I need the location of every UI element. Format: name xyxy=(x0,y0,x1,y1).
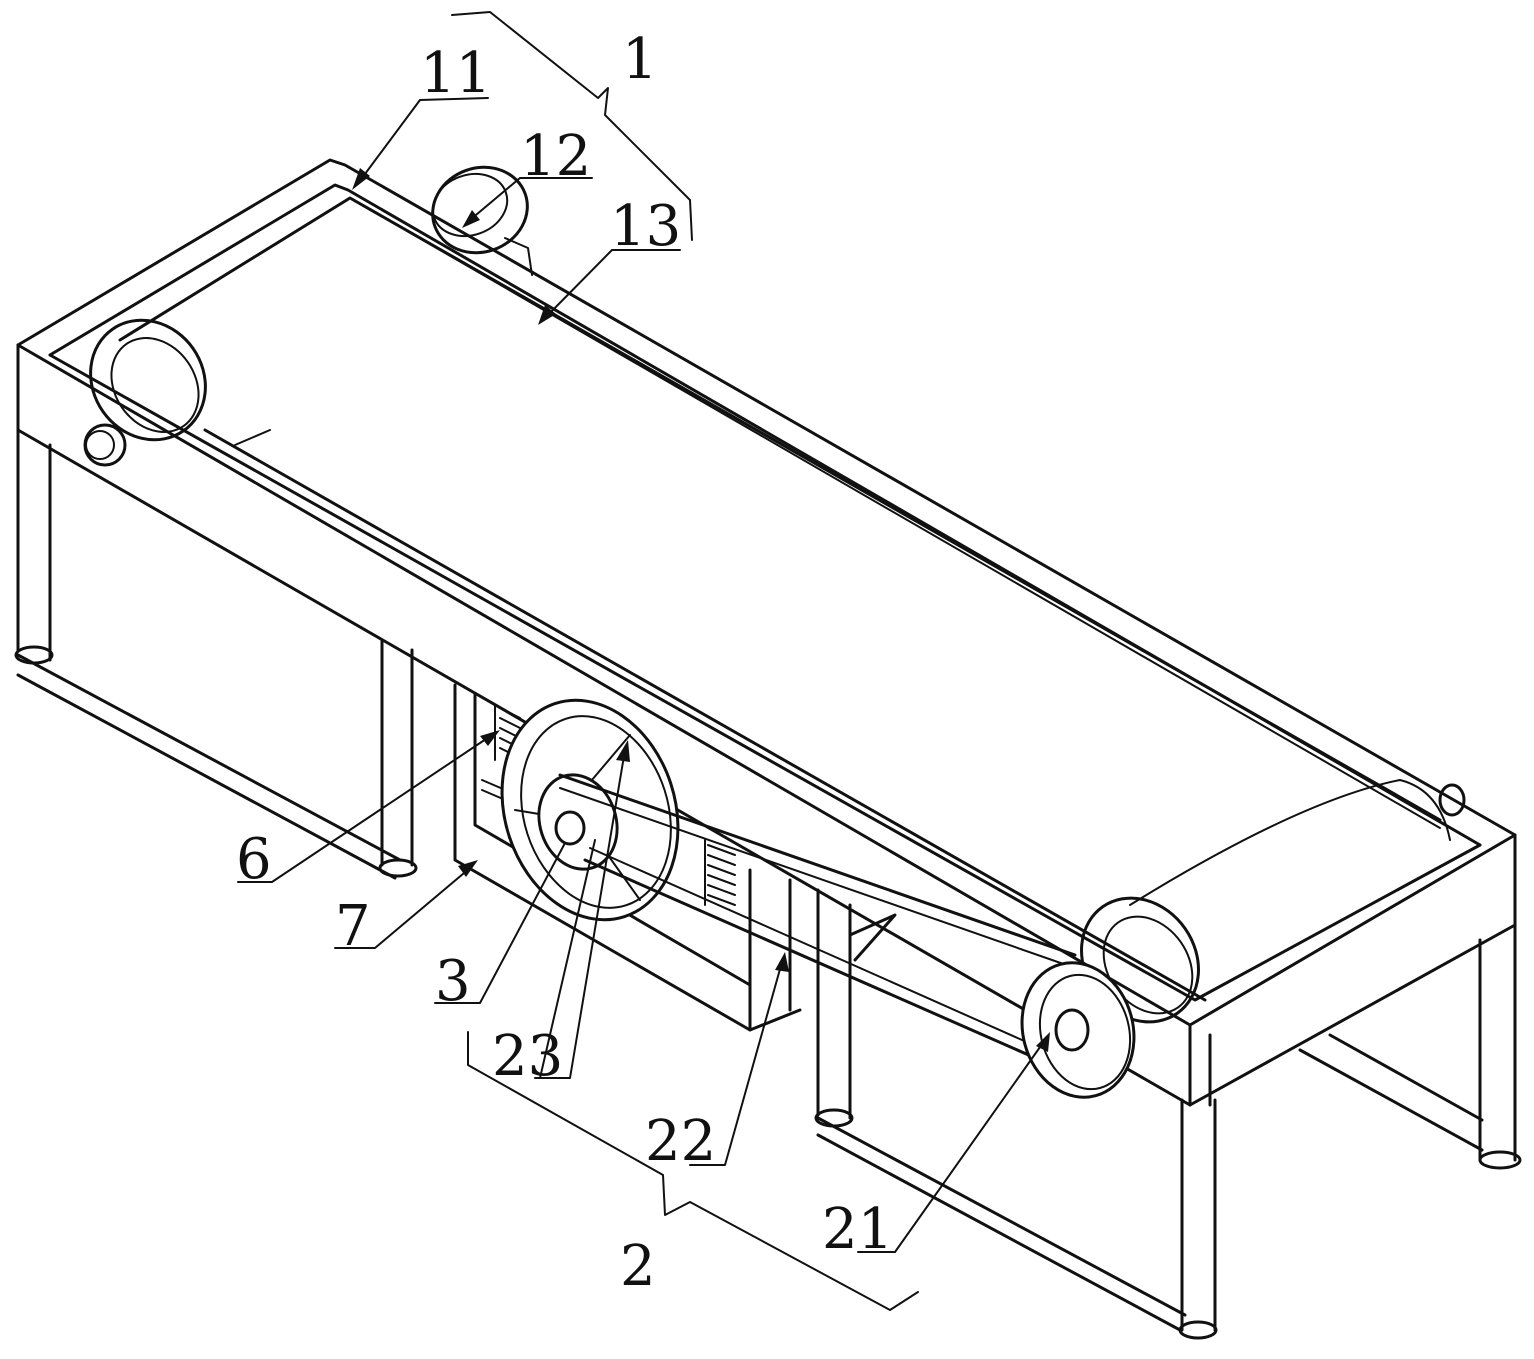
gear-rack-right xyxy=(704,839,736,906)
leg-right-front-foot xyxy=(1178,1320,1218,1340)
drive-belt-top-inner xyxy=(559,787,1076,969)
leg-right-rear-foot xyxy=(1478,1150,1522,1170)
arrow-23 xyxy=(616,740,630,762)
leg-right-front xyxy=(1180,1098,1217,1332)
belt-under-left xyxy=(234,429,271,446)
arrow-22 xyxy=(775,952,789,972)
rear-pulley-bracket xyxy=(504,237,533,276)
rail-right-lower xyxy=(816,1116,1187,1332)
rear-pulley xyxy=(431,165,533,276)
drive-belt-bottom xyxy=(583,858,1042,1062)
leg-left-rear xyxy=(380,638,414,867)
leader-13 xyxy=(544,249,681,319)
rollers xyxy=(83,318,1466,1024)
bracket-1 xyxy=(451,11,693,241)
leg-right-inner-foot xyxy=(814,1108,854,1128)
arrow-21 xyxy=(1036,1032,1050,1052)
housing-inner xyxy=(473,693,752,987)
label-21: 21 xyxy=(822,1197,893,1262)
arrow-7 xyxy=(458,860,478,877)
leg-right-rear xyxy=(1478,923,1517,1162)
belt-top-edge-inner xyxy=(349,197,1441,829)
label-13: 13 xyxy=(610,194,681,259)
roller-left xyxy=(89,318,207,442)
leg-left-front xyxy=(16,428,52,662)
roller-left-inner xyxy=(110,337,200,433)
labels: 1 11 12 13 6 7 3 23 22 21 2 xyxy=(236,27,893,1299)
leader-23b xyxy=(539,839,596,1079)
drive-belt-bottom-inner xyxy=(589,847,1041,1049)
drive-shaft xyxy=(554,810,586,846)
arrow-13 xyxy=(538,305,556,325)
housing-outline xyxy=(453,683,802,1032)
label-2: 2 xyxy=(620,1234,656,1299)
leg-left-rear-foot xyxy=(378,858,418,878)
drive-housing xyxy=(453,683,897,1032)
frame xyxy=(16,158,1517,1107)
frame-bolt-inner xyxy=(85,430,115,460)
frame-front-top-inner xyxy=(48,353,1482,1002)
label-6: 6 xyxy=(236,827,272,892)
belt-front-edge xyxy=(203,428,1207,1002)
leader-12 xyxy=(469,177,593,221)
bracket-2 xyxy=(467,1031,919,1311)
leader-7 xyxy=(334,867,471,949)
drive-belt-top xyxy=(558,773,1077,957)
frame-top-inner xyxy=(48,183,1482,847)
drive-belt xyxy=(558,773,1077,1062)
small-pulley-shaft xyxy=(1054,1008,1090,1052)
belt-wrap-right xyxy=(1129,779,1451,906)
rear-pulley-outer xyxy=(431,165,529,255)
leader-6 xyxy=(237,734,493,883)
leaders xyxy=(237,11,1050,1311)
drive-wheel xyxy=(500,698,680,922)
frame-right-corner xyxy=(1188,1023,1212,1107)
rail-rear-lower xyxy=(1298,1033,1484,1152)
leader-23 xyxy=(534,749,626,1079)
small-pulley xyxy=(1020,961,1136,1099)
belt xyxy=(118,196,1451,1002)
arrow-11 xyxy=(352,168,370,190)
belt-top-edge xyxy=(118,196,1442,822)
arrow-12 xyxy=(462,210,480,228)
label-7: 7 xyxy=(335,894,371,959)
label-11: 11 xyxy=(420,41,491,106)
frame-front-top xyxy=(16,343,1517,1027)
leg-left-front-foot xyxy=(14,645,54,665)
leader-11 xyxy=(361,97,489,179)
leader-22 xyxy=(689,961,783,1166)
label-22: 22 xyxy=(645,1109,716,1174)
label-12: 12 xyxy=(520,124,591,189)
arrow-6 xyxy=(480,730,500,746)
leader-21 xyxy=(857,1039,1046,1253)
axle-stub-right xyxy=(1438,783,1466,817)
frame-top-outer xyxy=(16,158,1517,837)
leg-frame xyxy=(14,428,1522,1340)
frame-front-bottom xyxy=(16,428,1517,1107)
label-3: 3 xyxy=(435,949,471,1014)
rail-left-lower xyxy=(16,653,402,880)
label-23: 23 xyxy=(492,1024,563,1089)
label-1: 1 xyxy=(622,27,658,92)
housing-brace xyxy=(848,913,897,962)
leg-right-inner xyxy=(816,888,852,1120)
leader-3 xyxy=(434,842,566,1004)
drive-wheel-rim xyxy=(520,715,672,909)
rear-pulley-inner xyxy=(431,172,509,238)
